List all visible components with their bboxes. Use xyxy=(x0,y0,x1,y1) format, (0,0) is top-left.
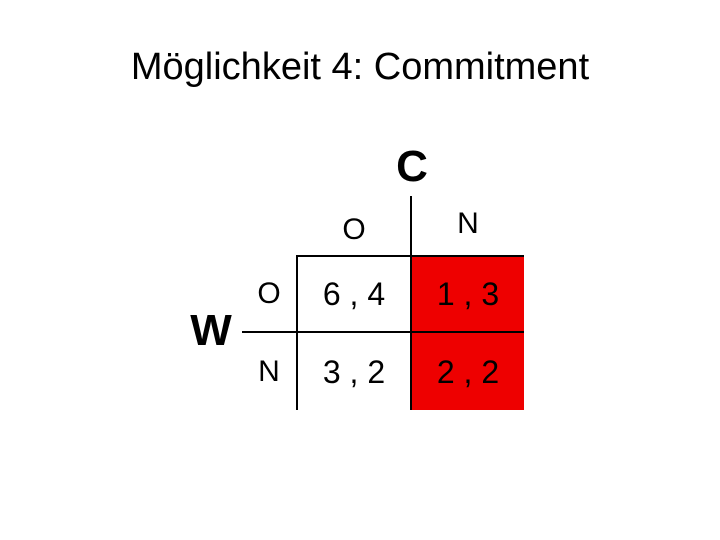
payoff-cell-on: 1 , 3 xyxy=(412,256,524,332)
row-player-label: W xyxy=(190,306,232,355)
payoff-cell-oo: 6 , 4 xyxy=(322,276,386,312)
payoff-cell-nn: 2 , 2 xyxy=(412,333,524,410)
column-strategy-n: N xyxy=(457,207,479,240)
row-strategy-o: O xyxy=(257,277,281,310)
payoff-cell-no: 3 , 2 xyxy=(322,353,386,390)
vertical-divider-center xyxy=(410,196,412,410)
vertical-divider-left xyxy=(296,256,298,410)
column-strategy-o: O xyxy=(342,213,366,246)
horizontal-divider-middle xyxy=(242,331,524,333)
column-player-label: C xyxy=(396,142,428,191)
horizontal-divider-top xyxy=(296,255,524,257)
slide-title: Möglichkeit 4: Commitment xyxy=(130,46,590,88)
row-strategy-n: N xyxy=(258,355,280,388)
